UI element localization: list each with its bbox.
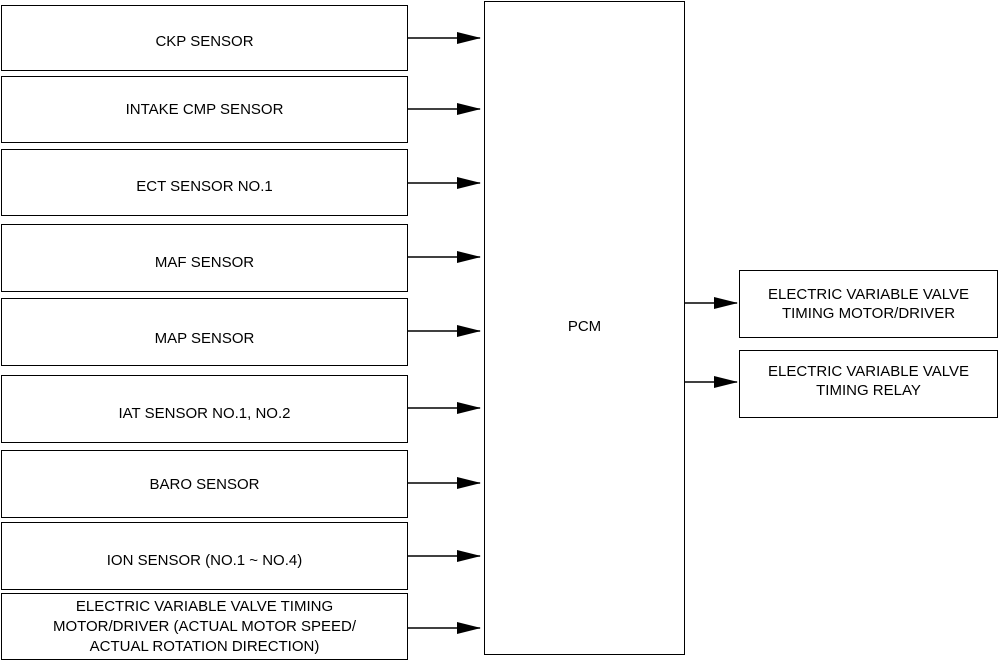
pcm-label: PCM [567,318,602,335]
output-label-line: TIMING RELAY [816,382,921,399]
output-label-line: ELECTRIC VARIABLE VALVE [768,363,969,380]
input-label-line: ELECTRIC VARIABLE VALVE TIMING [75,597,334,615]
output-label-line: TIMING MOTOR/DRIVER [781,305,956,322]
input-label-line: ACTUAL ROTATION DIRECTION) [89,637,320,655]
input-label: BARO SENSOR [149,475,260,493]
input-label-line: MOTOR/DRIVER (ACTUAL MOTOR SPEED/ [52,617,357,635]
input-box-ckp-sensor: CKP SENSOR [1,5,408,71]
input-box-ion-sensor: ION SENSOR (NO.1 ~ NO.4) [1,522,408,590]
input-label: ION SENSOR (NO.1 ~ NO.4) [106,551,303,569]
output-box-evvt-motor-driver: ELECTRIC VARIABLE VALVE TIMING MOTOR/DRI… [739,270,998,338]
input-label: MAP SENSOR [154,329,255,347]
input-box-intake-cmp-sensor: INTAKE CMP SENSOR [1,76,408,143]
input-box-map-sensor: MAP SENSOR [1,298,408,366]
pcm-box: PCM [484,1,685,655]
input-label: ECT SENSOR NO.1 [136,178,273,195]
input-label: INTAKE CMP SENSOR [125,101,284,118]
output-box-evvt-relay: ELECTRIC VARIABLE VALVE TIMING RELAY [739,350,998,418]
input-box-evvt-motor-driver: ELECTRIC VARIABLE VALVE TIMING MOTOR/DRI… [1,593,408,660]
input-box-ect-sensor: ECT SENSOR NO.1 [1,149,408,216]
input-label: CKP SENSOR [155,32,254,50]
input-label: IAT SENSOR NO.1, NO.2 [118,404,291,422]
output-label-line: ELECTRIC VARIABLE VALVE [768,286,969,303]
input-box-baro-sensor: BARO SENSOR [1,450,408,518]
input-box-maf-sensor: MAF SENSOR [1,224,408,292]
input-label: MAF SENSOR [154,253,255,271]
input-box-iat-sensor: IAT SENSOR NO.1, NO.2 [1,375,408,443]
